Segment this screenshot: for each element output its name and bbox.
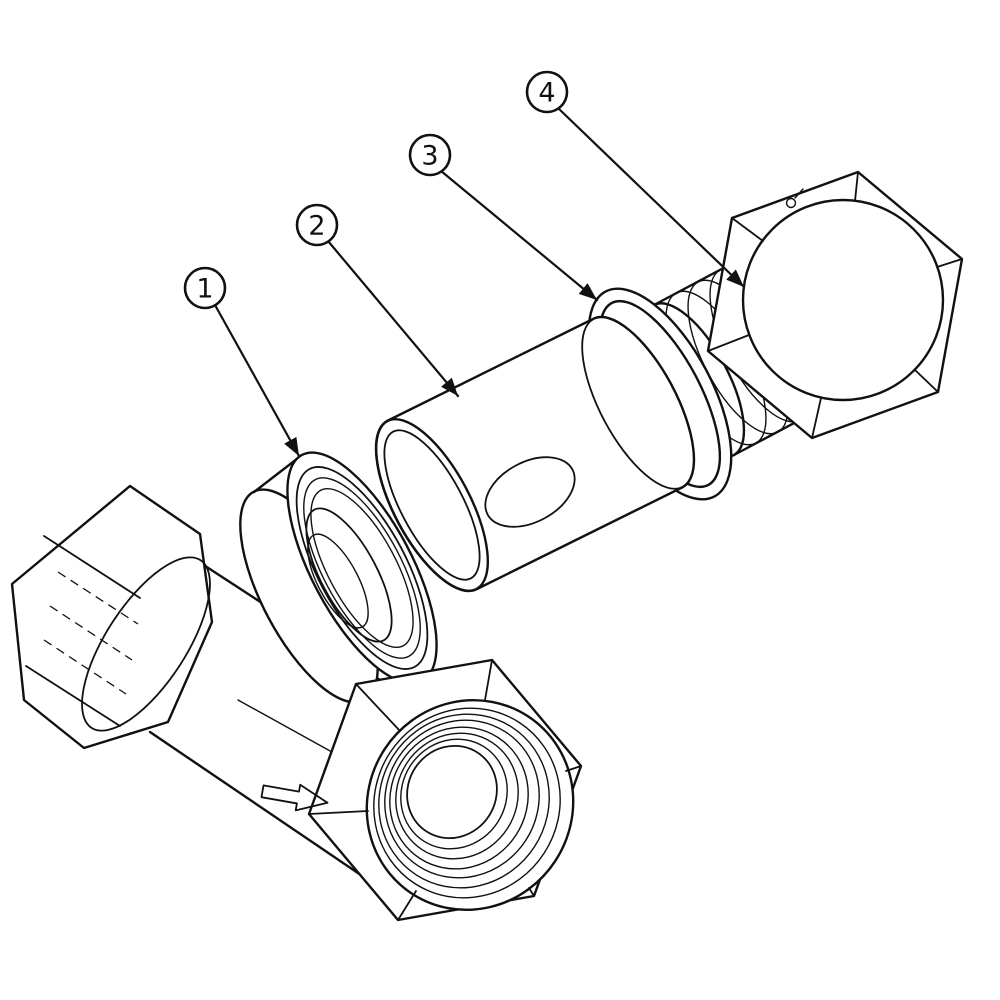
inlet-hex-fitting — [10, 484, 214, 750]
strainer-slot-hole — [484, 456, 576, 528]
callout-4-label: 4 — [538, 78, 555, 109]
leader-line-1 — [213, 303, 301, 458]
cap-vent-hole — [785, 197, 797, 209]
cap-chamfer-lines — [707, 171, 963, 439]
valve-body — [10, 451, 583, 922]
strainer-screen — [374, 315, 696, 593]
callout-4-circle — [525, 70, 569, 114]
cap-face — [741, 198, 945, 402]
callout-2-circle — [295, 203, 339, 247]
leader-line-3 — [439, 169, 599, 302]
callout-2-label: 2 — [308, 211, 325, 242]
outlet-threaded-nut — [307, 658, 583, 922]
leader-line-4 — [556, 106, 746, 289]
internal-threads — [373, 707, 561, 899]
strainer-port-flange — [239, 451, 438, 704]
callout-3-label: 3 — [421, 141, 438, 172]
callout-1-label: 1 — [196, 274, 213, 305]
callout-3-circle — [408, 133, 452, 177]
callouts: 1 2 3 4 — [183, 70, 746, 458]
leader-line-2 — [326, 239, 460, 398]
flow-direction-arrow — [260, 783, 329, 812]
callout-1-circle — [183, 266, 227, 310]
